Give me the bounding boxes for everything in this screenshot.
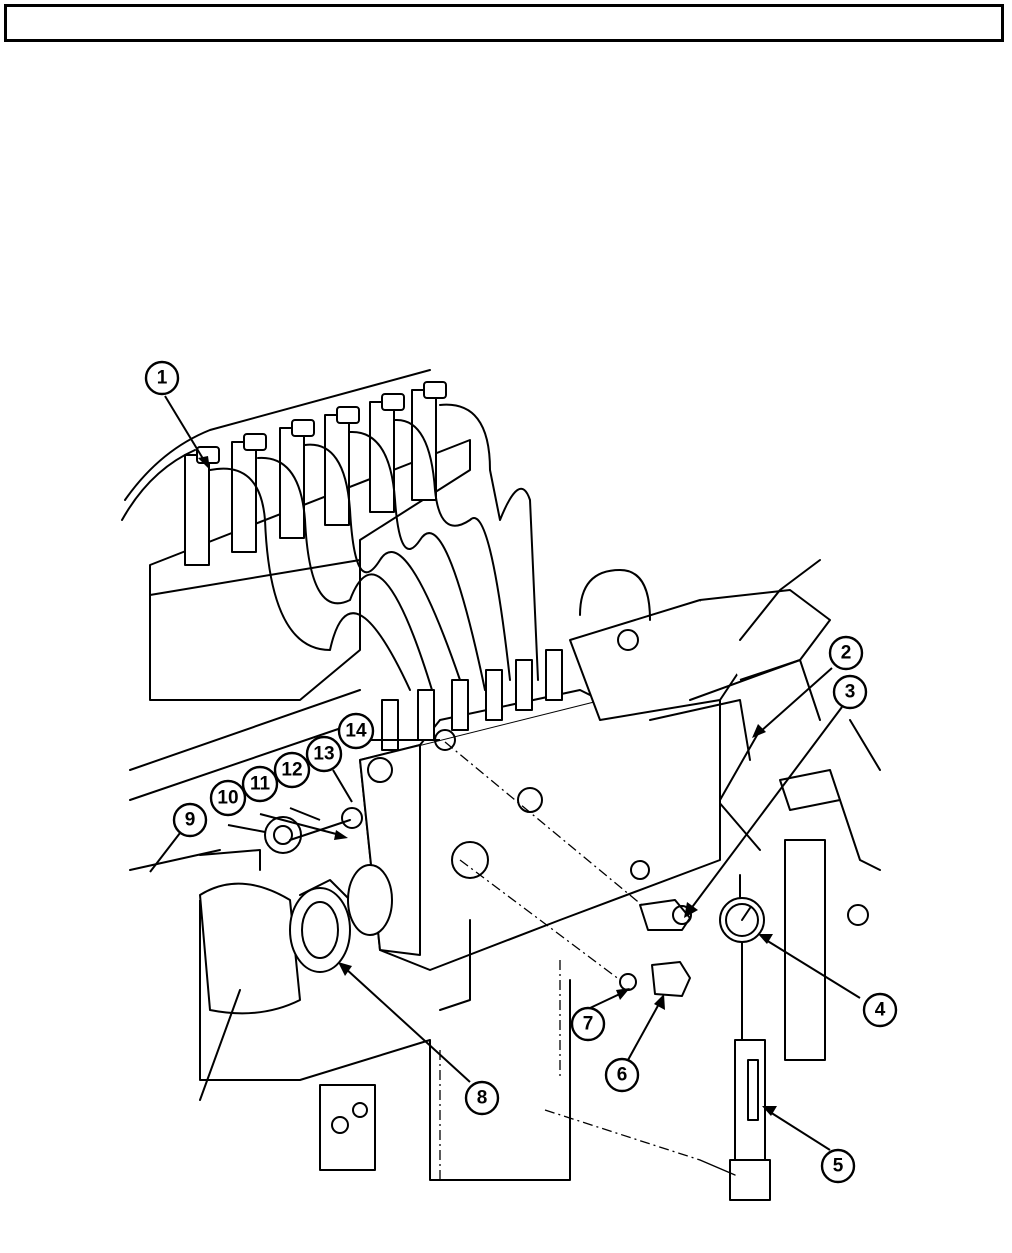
callout-10: 10 <box>211 781 245 815</box>
svg-text:13: 13 <box>313 744 334 765</box>
callout-4: 4 <box>864 994 896 1026</box>
svg-text:1: 1 <box>157 368 168 389</box>
callout-14: 14 <box>339 714 373 748</box>
svg-text:7: 7 <box>583 1014 594 1035</box>
callout-12: 12 <box>275 753 309 787</box>
callout-6: 6 <box>606 1059 638 1091</box>
callout-3: 3 <box>834 676 866 708</box>
svg-text:12: 12 <box>281 760 302 781</box>
svg-text:9: 9 <box>185 810 196 831</box>
svg-text:4: 4 <box>875 1000 886 1021</box>
callout-1: 1 <box>146 362 178 394</box>
svg-text:10: 10 <box>217 788 238 809</box>
svg-text:14: 14 <box>345 721 367 742</box>
svg-text:2: 2 <box>841 643 852 664</box>
callout-9: 9 <box>174 804 206 836</box>
callout-2: 2 <box>830 637 862 669</box>
svg-text:3: 3 <box>845 682 856 703</box>
callout-11: 11 <box>243 767 277 801</box>
svg-text:5: 5 <box>833 1156 844 1177</box>
callout-13: 13 <box>307 737 341 771</box>
nozzle-rack <box>122 370 538 700</box>
svg-text:8: 8 <box>477 1088 488 1109</box>
svg-text:6: 6 <box>617 1065 628 1086</box>
callout-7: 7 <box>572 1008 604 1040</box>
dial-indicator-assembly <box>700 720 880 1200</box>
callout-8: 8 <box>466 1082 498 1114</box>
callout-5: 5 <box>822 1150 854 1182</box>
svg-text:11: 11 <box>250 774 271 795</box>
injection-pump <box>360 560 830 1010</box>
